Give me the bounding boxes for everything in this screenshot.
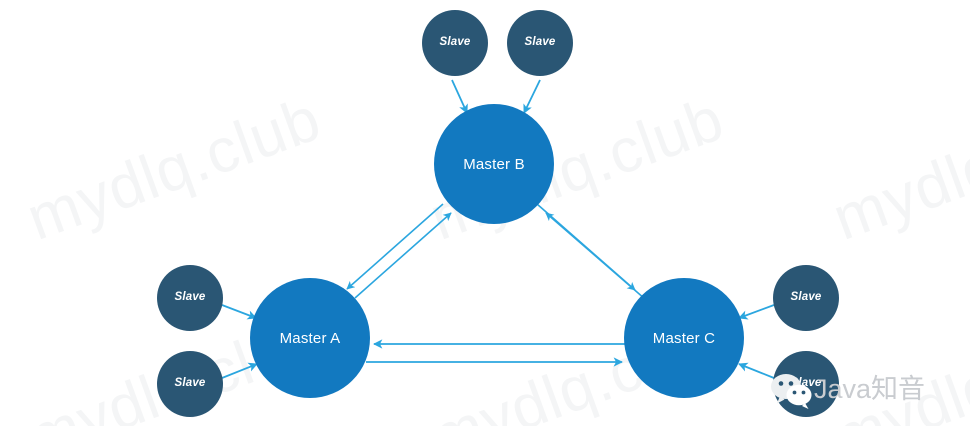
node-label: Master C — [652, 329, 716, 347]
node-label: Slave — [439, 36, 471, 49]
edge-master-a-to-master-b — [354, 212, 452, 299]
node-master-c[interactable]: Master C — [624, 278, 744, 398]
node-label: Slave — [174, 291, 206, 304]
node-slave-c2[interactable]: Slave — [773, 351, 839, 417]
edge-slave-a2-to-master-a — [221, 362, 258, 379]
node-label: Slave — [174, 377, 206, 390]
edge-master-b-to-master-a — [346, 203, 444, 290]
edge-slave-b2-to-master-b — [523, 79, 541, 114]
node-label: Slave — [524, 36, 556, 49]
edge-master-c-to-master-b — [545, 212, 646, 300]
node-slave-a2[interactable]: Slave — [157, 351, 223, 417]
node-slave-a1[interactable]: Slave — [157, 265, 223, 331]
node-slave-c1[interactable]: Slave — [773, 265, 839, 331]
edge-slave-a1-to-master-a — [221, 304, 257, 320]
node-master-a[interactable]: Master A — [250, 278, 370, 398]
node-slave-b2[interactable]: Slave — [507, 10, 573, 76]
node-master-b[interactable]: Master B — [434, 104, 554, 224]
node-slave-b1[interactable]: Slave — [422, 10, 488, 76]
edge-slave-c2-to-master-c — [738, 362, 775, 379]
node-label: Slave — [790, 291, 822, 304]
node-label: Master B — [463, 155, 525, 173]
edge-slave-b1-to-master-b — [451, 79, 468, 114]
node-label: Slave — [790, 377, 822, 390]
node-label: Master A — [279, 329, 341, 347]
edge-slave-c1-to-master-c — [738, 304, 775, 320]
